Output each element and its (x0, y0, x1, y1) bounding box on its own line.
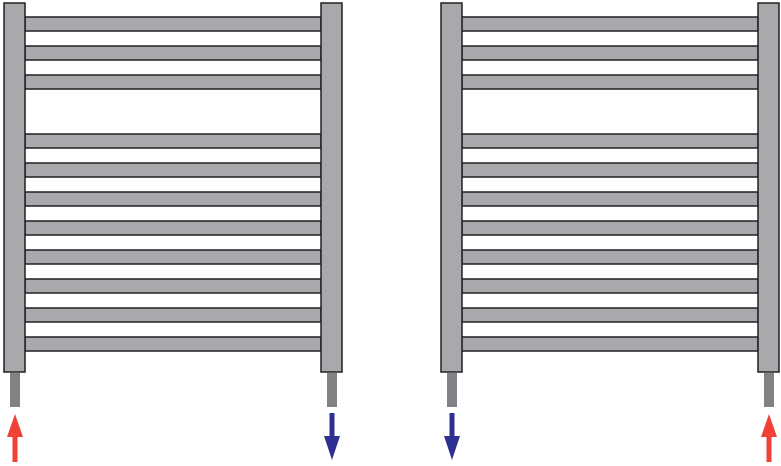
rail-bar (24, 45, 322, 61)
rail-bar (24, 74, 322, 90)
rail-bar (461, 74, 759, 90)
right-column (757, 2, 780, 373)
rail-bar (24, 307, 322, 323)
rail-bar (24, 278, 322, 294)
left-column (440, 2, 463, 373)
rail-bar (24, 220, 322, 236)
rail-bar (461, 133, 759, 149)
rail-bar (24, 336, 322, 352)
rail-bar (24, 16, 322, 32)
flow-out-arrow-icon (324, 413, 340, 460)
rail-bar (461, 336, 759, 352)
rail-bar (461, 220, 759, 236)
right-column (320, 2, 343, 373)
rail-bar (24, 133, 322, 149)
rail-bar (461, 16, 759, 32)
rail-bar (24, 249, 322, 265)
pipe-connector (10, 373, 20, 407)
pipe-connector (447, 373, 457, 407)
radiator-left (3, 2, 343, 462)
rail-bar (461, 162, 759, 178)
rail-bar (24, 162, 322, 178)
rail-bar (461, 249, 759, 265)
rail-bar (24, 191, 322, 207)
rail-bar (461, 278, 759, 294)
rail-bar (461, 191, 759, 207)
pipe-connector (327, 373, 337, 407)
rail-bar (461, 45, 759, 61)
flow-in-arrow-icon (761, 414, 777, 462)
rail-bar (461, 307, 759, 323)
left-column (3, 2, 26, 373)
radiator-right (440, 2, 780, 462)
pipe-connector (764, 373, 774, 407)
flow-out-arrow-icon (444, 413, 460, 460)
flow-in-arrow-icon (7, 414, 23, 462)
